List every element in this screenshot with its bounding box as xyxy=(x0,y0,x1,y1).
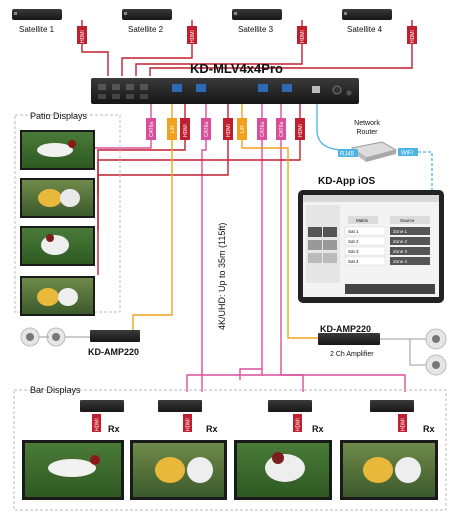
rx-label-2: Rx xyxy=(206,424,218,434)
satellite-1 xyxy=(12,9,62,20)
amp-left xyxy=(90,330,140,342)
rx1-hdmi-tag: HDMI xyxy=(95,418,101,431)
amp-right-label: KD-AMP220 xyxy=(320,324,371,334)
satellite-1-label: Satellite 1 xyxy=(19,25,55,34)
amp-right xyxy=(318,333,380,345)
rx-label-4: Rx xyxy=(423,424,435,434)
app-source-4: Sat 4 xyxy=(348,259,359,264)
app-source-3: Sat 3 xyxy=(348,249,359,254)
router-label-2: Router xyxy=(356,129,378,136)
rx4-hdmi-tag: HDMI xyxy=(401,418,407,431)
rx-label-3: Rx xyxy=(312,424,324,434)
matrix-hdmi-wires xyxy=(97,104,301,275)
app-tab-matrix: Matrix xyxy=(356,218,369,223)
sat2-hdmi-tag: HDMI xyxy=(190,30,196,43)
patio-display-1 xyxy=(20,130,95,170)
app-zone-list xyxy=(390,227,430,265)
app-source-2: Sat 2 xyxy=(348,239,359,244)
tag-cat6a-1: CAT6a xyxy=(149,122,155,137)
tag-cat6a-4: CAT6a xyxy=(279,122,285,137)
wifi-tag-label: WiFi xyxy=(401,151,413,157)
satellite-4-label: Satellite 4 xyxy=(347,25,383,34)
satellite-2-label: Satellite 2 xyxy=(128,25,164,34)
tag-hdmi-2: HDMI xyxy=(226,124,232,137)
sat4-hdmi-tag: HDMI xyxy=(410,30,416,43)
bar-display-3 xyxy=(234,440,332,500)
app-zone-1: Zone 1 xyxy=(393,229,408,234)
satellite-3-label: Satellite 3 xyxy=(238,25,274,34)
app-zone-3: Zone 3 xyxy=(393,249,408,254)
patio-title: Patio Displays xyxy=(30,111,88,121)
satellite-4 xyxy=(342,9,392,20)
rx-label-1: Rx xyxy=(108,424,120,434)
bar-receivers xyxy=(80,400,414,412)
network-router xyxy=(350,141,398,162)
app-source-1: Sat 1 xyxy=(348,229,359,234)
patio-region xyxy=(14,114,121,313)
bar-region xyxy=(13,389,447,511)
cat6a-wires xyxy=(85,104,406,392)
app-source-list xyxy=(344,226,386,266)
sat3-hdmi-tag: HDMI xyxy=(300,30,306,43)
rx3-hdmi-tag: HDMI xyxy=(296,418,302,431)
bar-speaker-wires xyxy=(380,338,428,366)
matrix-switcher xyxy=(91,78,359,104)
bar-display-1 xyxy=(22,440,124,500)
router-label-1: Network xyxy=(354,120,380,127)
patio-speakers xyxy=(20,327,66,347)
rj45-tag-label: RJ45 xyxy=(340,152,355,158)
rx2-hdmi-tag: HDMI xyxy=(186,418,192,431)
rj45-tag xyxy=(338,149,358,157)
app-tablet xyxy=(298,190,444,303)
rx-hdmi-tags xyxy=(92,414,407,432)
patio-display-4 xyxy=(20,276,95,316)
amp-right-sub: 2 Ch Amplifier xyxy=(330,351,374,358)
tag-lr-left: L/R xyxy=(170,125,176,133)
app-zone-4: Zone 4 xyxy=(393,259,408,264)
tag-cat6a-3: CAT6a xyxy=(260,122,266,137)
cable-tags xyxy=(146,118,305,140)
wifi-tag xyxy=(398,148,418,156)
amp-left-label: KD-AMP220 xyxy=(88,347,139,357)
app-title: KD-App iOS xyxy=(318,176,376,187)
app-zone-2: Zone 2 xyxy=(393,239,408,244)
sat1-hdmi-tag: HDMI xyxy=(80,30,86,43)
tag-hdmi-1: HDMI xyxy=(183,124,189,137)
app-tab-source: Source xyxy=(400,218,415,223)
satellite-2 xyxy=(122,9,172,20)
bar-display-2 xyxy=(130,440,227,500)
tag-hdmi-3: HDMI xyxy=(298,124,304,137)
tag-cat6a-2: CAT6a xyxy=(204,122,210,137)
patio-display-2 xyxy=(20,178,95,218)
bar-title: Bar Displays xyxy=(30,385,81,395)
audio-wires xyxy=(132,104,318,339)
source-hdmi-tags xyxy=(77,26,417,44)
tag-lr-right: L/R xyxy=(240,125,246,133)
bar-display-4 xyxy=(340,440,438,500)
distance-label: 4K/UHD: Up to 35m (115ft) xyxy=(217,223,227,330)
satellite-3 xyxy=(232,9,282,20)
bar-speakers xyxy=(425,328,447,376)
patio-display-3 xyxy=(20,226,95,266)
matrix-title: KD-MLV4x4Pro xyxy=(190,61,283,76)
